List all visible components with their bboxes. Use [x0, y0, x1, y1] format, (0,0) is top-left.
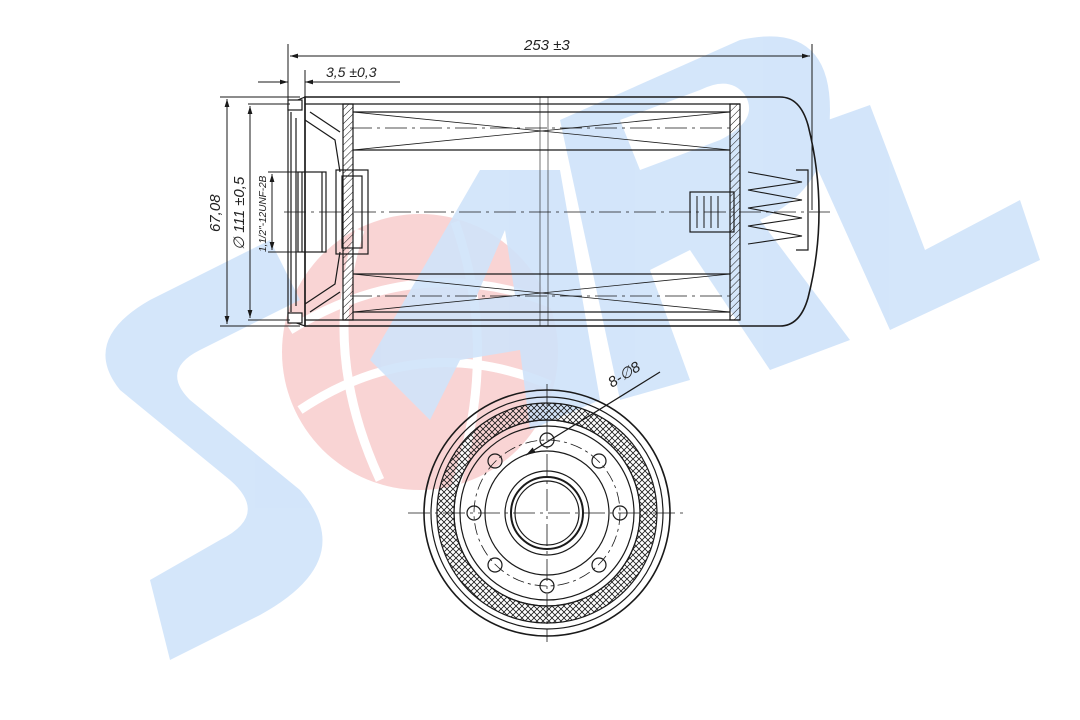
holes-leader [525, 371, 661, 456]
side-view [284, 96, 830, 327]
dimension-lines [220, 44, 813, 327]
housing-outline [304, 96, 820, 327]
dim-gasket-diameter: 67,08 [207, 194, 224, 232]
dim-gasket-offset: 3,5 ±0,3 [326, 64, 377, 80]
dim-thread: 1,1/2"-12UNF-2B [258, 175, 269, 252]
watermark [105, 36, 1040, 660]
hole [591, 453, 607, 469]
hole [487, 453, 503, 469]
dim-outer-diameter: ∅ 111 ±0,5 [231, 176, 248, 250]
base-plate [287, 96, 306, 327]
spring [747, 171, 803, 245]
watermark-lettering [105, 36, 1040, 660]
hole [487, 557, 503, 573]
end-view [408, 371, 686, 642]
hole [591, 557, 607, 573]
gasket-bottom [287, 312, 303, 324]
dim-overall-length: 253 ±3 [523, 37, 570, 54]
gasket-top [287, 99, 303, 111]
